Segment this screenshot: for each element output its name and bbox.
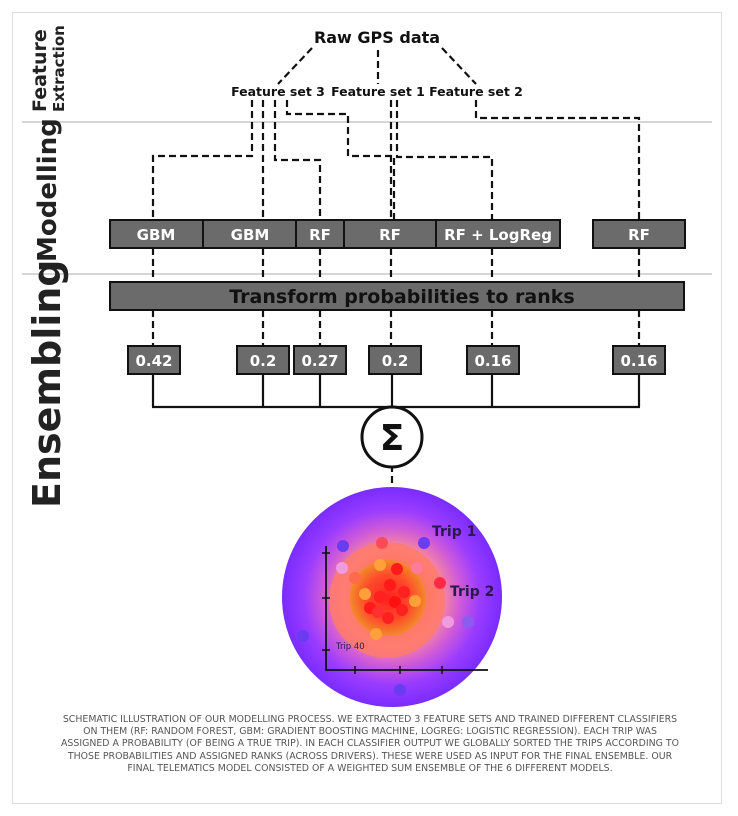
- figure-caption: Schematic illustration of our modelling …: [61, 714, 679, 774]
- sigma-symbol: Σ: [380, 418, 405, 459]
- section-label-ensembling: Ensembling: [25, 259, 69, 508]
- weight-value: 0.27: [301, 352, 338, 370]
- weight-boxes: 0.42 0.2 0.27 0.2 0.16 0.16: [127, 345, 666, 375]
- trip-label: Trip 40: [335, 642, 365, 652]
- model-box-rf: [592, 219, 686, 249]
- transform-bar: [109, 281, 685, 311]
- model-box-rf: [343, 219, 437, 249]
- weight-box: [236, 345, 290, 375]
- model-box-rf: [295, 219, 345, 249]
- weight-box: [368, 345, 422, 375]
- model-box-rf-logreg: [435, 219, 561, 249]
- section-label-modelling: Modelling: [33, 118, 63, 262]
- model-label: GBM: [137, 226, 176, 244]
- model-label: RF: [379, 226, 401, 244]
- model-label: RF: [628, 226, 650, 244]
- sum-connectors: [151, 374, 641, 410]
- weight-box: [127, 345, 181, 375]
- weight-box: [466, 345, 520, 375]
- weight-box: [293, 345, 347, 375]
- model-boxes: GBM GBM RF RF RF + LogReg RF: [109, 219, 686, 249]
- trip-dots: [297, 537, 474, 696]
- model-box-gbm: [109, 219, 204, 249]
- weight-value: 0.42: [135, 352, 172, 370]
- plot-axes: [325, 546, 488, 671]
- model-label: GBM: [231, 226, 270, 244]
- trip-label: Trip 2: [450, 584, 494, 600]
- model-label: RF + LogReg: [444, 226, 552, 244]
- dashed-connectors: [151, 47, 641, 494]
- feature-set-label: Feature set 2: [429, 84, 523, 99]
- feature-set-label: Feature set 3: [231, 84, 325, 99]
- weight-value: 0.2: [382, 352, 409, 370]
- axis-ticks: [322, 552, 443, 674]
- ball-core: [350, 560, 426, 636]
- section-label-extraction: Extraction: [50, 25, 68, 112]
- trip-ball-illustration: Trip 1 Trip 2 Trip 40: [282, 487, 502, 707]
- model-label: RF: [309, 226, 331, 244]
- figure-frame: [12, 12, 722, 804]
- feature-set-label: Feature set 1: [331, 84, 425, 99]
- sum-icon: [360, 405, 424, 469]
- raw-gps-label: Raw GPS data: [314, 28, 440, 47]
- weight-value: 0.2: [250, 352, 277, 370]
- transform-label: Transform probabilities to ranks: [229, 286, 574, 308]
- weight-box: [612, 345, 666, 375]
- modelling-diagram: Feature Extraction Modelling Ensembling …: [22, 25, 712, 707]
- section-label-feature: Feature: [29, 29, 51, 112]
- weight-value: 0.16: [474, 352, 511, 370]
- trip-label: Trip 1: [432, 524, 476, 540]
- weight-value: 0.16: [620, 352, 657, 370]
